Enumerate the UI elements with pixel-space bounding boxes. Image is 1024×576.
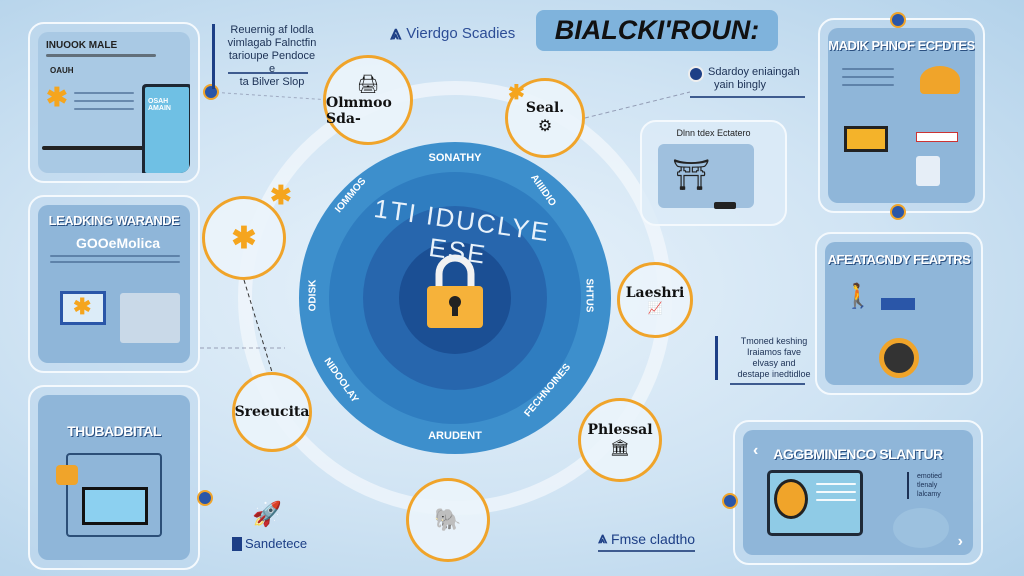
ring-label: ODISK — [307, 279, 319, 312]
monitor-icon — [844, 126, 888, 152]
globe-icon — [893, 508, 949, 548]
orbit-node[interactable]: Seal. ⚙ — [505, 78, 585, 158]
card-button[interactable] — [714, 202, 736, 209]
node-badge[interactable] — [197, 490, 213, 506]
elephant-icon: 🐘 — [434, 507, 462, 532]
building-icon: 🏛 — [609, 440, 631, 457]
orbit-node[interactable]: Sreeucita — [232, 372, 312, 452]
card-title: THUBADBITAL — [67, 423, 161, 439]
map-frame — [66, 453, 162, 537]
product-panel — [120, 293, 180, 343]
star-icon: ✱ — [270, 180, 292, 210]
card-title: LEADKING WARANDE — [48, 213, 180, 228]
devices-icon: ⚙ — [537, 118, 553, 135]
brand-logo[interactable]: ⩓ Vierdgo Scadies — [390, 22, 515, 45]
media-icons — [881, 298, 915, 310]
card-mid-right[interactable]: AFEATACNDY FEAPTRS 🚶 — [815, 232, 983, 395]
card-top-center-right[interactable]: Dlnn tdex Ectatero ⛩ — [640, 120, 787, 226]
orbit-label: Phlessal — [587, 422, 653, 438]
label-tag — [916, 132, 958, 142]
page-title: BIALCKI'ROUN: — [536, 10, 778, 51]
orbit-label: Seal. — [525, 100, 565, 116]
orbit-node[interactable]: Phlessal 🏛 — [578, 398, 662, 482]
card-screen: ⛩ — [658, 144, 754, 208]
card-title: AFEATACNDY FEAPTRS — [827, 252, 971, 267]
padlock-icon — [427, 254, 483, 328]
card-top-right[interactable]: MADIK PHNOF ECFDTES — [818, 18, 985, 213]
rocket-icon: 🚀 — [252, 501, 282, 528]
card-mid-left[interactable]: LEADKING WARANDE GOOeMolica ✱ — [28, 195, 200, 373]
node-badge[interactable] — [890, 12, 906, 28]
orbit-label: Laeshri — [625, 285, 685, 301]
footer-right-text: Fmse cladtho — [611, 531, 696, 547]
node-badge[interactable] — [890, 204, 906, 220]
tablet — [142, 84, 190, 173]
screen-icon: ✱ — [60, 291, 106, 325]
next-arrow-icon[interactable]: › — [957, 533, 963, 550]
logo-icon — [232, 536, 242, 551]
orbit-node[interactable]: ✱ — [202, 196, 286, 280]
laptop-screen — [82, 487, 148, 525]
ring-label: SONATHY — [428, 152, 482, 164]
footer-right-logo[interactable]: ⩓ Fmse cladtho — [598, 530, 696, 552]
node-badge[interactable] — [722, 493, 738, 509]
people-icon: ✱ — [231, 221, 257, 255]
arch-icon: ⛩ — [672, 159, 711, 192]
chart-icon: 📈 — [647, 301, 663, 315]
card-title: MADIK PHNOF ECFDTES — [828, 38, 975, 53]
tablet-text: OSAH AMAIN — [148, 98, 171, 112]
node-badge[interactable] — [203, 84, 219, 100]
star-icon: ✱ — [508, 82, 525, 104]
card-title: Dlnn tdex Ectatero — [676, 128, 751, 138]
card-top-left[interactable]: INUOOK MALE OAUH ✱ OSAH AMAIN — [28, 22, 200, 183]
logo-icon: ⩓ — [598, 530, 608, 547]
info-icon — [688, 66, 704, 82]
avatar — [774, 479, 808, 519]
card-title: AGGBMINENCO SLANTUR — [773, 446, 943, 462]
ring-label: SHTUS — [583, 278, 595, 313]
logo-text: Vierdgo Scadies — [406, 25, 516, 42]
person-walking-icon: 🚶 — [843, 283, 873, 310]
orbit-label: Sreeucita — [234, 404, 310, 420]
gear-icon — [879, 338, 919, 378]
orbit-node[interactable]: Laeshri📈 — [617, 262, 693, 338]
orbit-node[interactable]: 🖨Olmmoo Sda- — [323, 55, 413, 145]
security-ring — [299, 142, 611, 454]
ring-label: ARUDENT — [428, 430, 482, 442]
phone-icon — [916, 156, 940, 186]
avatar — [920, 66, 960, 94]
card-title: INUOOK MALE — [46, 40, 118, 51]
orbit-node[interactable]: 🐘 — [406, 478, 490, 562]
card-sub: GOOeMolica — [76, 235, 161, 251]
document-icon: 🖨 — [356, 73, 380, 94]
footer-left-logo[interactable]: Sandetece — [232, 536, 307, 551]
prev-arrow-icon[interactable]: ‹ — [753, 442, 759, 459]
profile-panel — [767, 470, 863, 536]
card-sub: OAUH — [50, 66, 74, 75]
coins-icon — [56, 465, 78, 485]
star-icon: ✱ — [46, 82, 68, 112]
orbit-label: Olmmoo Sda- — [326, 94, 392, 127]
logo-icon: ⩓ — [390, 22, 402, 44]
footer-left-text: Sandetece — [245, 536, 308, 551]
card-bottom-left[interactable]: THUBADBITAL — [28, 385, 200, 570]
